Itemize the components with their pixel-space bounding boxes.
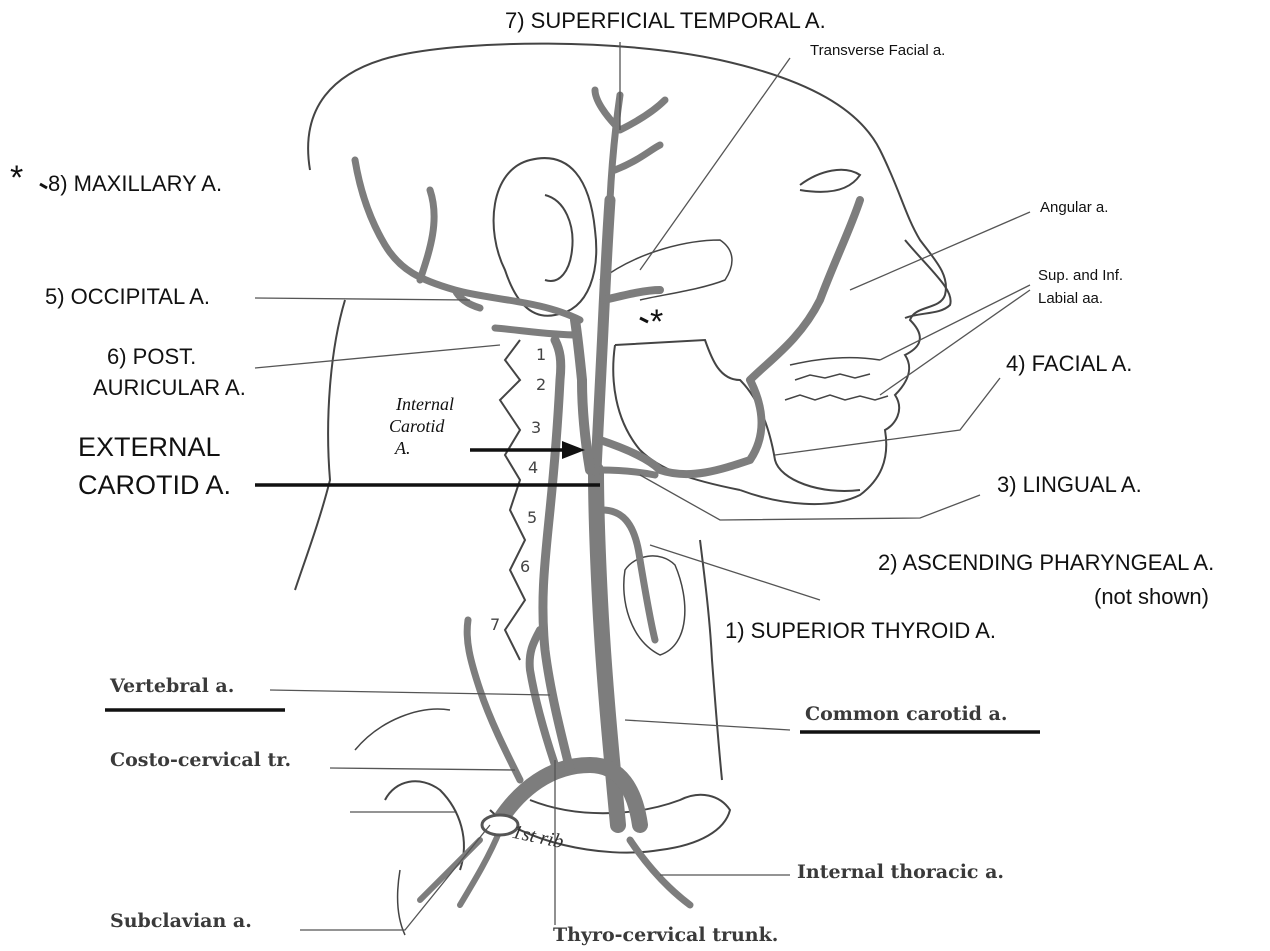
label-occipital: 5) OCCIPITAL A. <box>45 285 210 309</box>
teeth-lower <box>785 395 888 400</box>
facial-artery <box>600 200 860 474</box>
lingual-artery <box>600 470 655 475</box>
label-internal-carotid-line2: Carotid <box>389 416 444 437</box>
leader-superior-thyroid <box>650 545 820 600</box>
label-internal-carotid-line1: Internal <box>396 394 454 415</box>
shoulder-lines <box>355 709 450 935</box>
leader-transverse-facial <box>640 58 790 270</box>
leader-labial-a <box>880 285 1030 360</box>
leader-costo-cervical <box>330 768 515 770</box>
superior-thyroid-artery <box>602 510 655 640</box>
back-of-neck-outline <box>295 300 345 590</box>
vertebra-number: 1 <box>536 345 546 364</box>
vertebral-artery <box>543 340 570 770</box>
maxillary-artery <box>604 290 660 300</box>
occipital-artery <box>355 160 580 320</box>
label-common-carotid: Common carotid a. <box>805 704 1008 725</box>
leader-vertebral <box>270 690 550 695</box>
vertebra-number: 6 <box>520 557 530 576</box>
vertebra-number: 7 <box>490 615 500 634</box>
ear-outline <box>494 158 597 316</box>
label-superficial-temporal: 7) SUPERFICIAL TEMPORAL A. <box>505 9 826 33</box>
vertebra-number: 3 <box>531 418 541 437</box>
label-external-carotid-line2: CAROTID A. <box>78 471 231 501</box>
star-dash <box>640 318 648 322</box>
label-maxillary: 8) MAXILLARY A. <box>48 172 222 196</box>
label-labial-line1: Sup. and Inf. <box>1038 268 1123 285</box>
maxillary-asterisk: * <box>10 160 23 197</box>
maxillary-dash <box>40 184 47 188</box>
clavicle <box>385 781 464 870</box>
label-external-carotid-line1: EXTERNAL <box>78 433 221 463</box>
label-post-auricular-line2: AURICULAR A. <box>93 376 246 400</box>
label-facial: 4) FACIAL A. <box>1006 352 1132 376</box>
leader-post-auricular <box>255 345 500 368</box>
front-of-neck-outline <box>700 540 722 780</box>
leader-subclavian <box>300 825 490 930</box>
external-carotid-artery <box>596 200 610 470</box>
post-auricular-artery <box>495 328 578 335</box>
label-thyro-cervical: Thyro-cervical trunk. <box>553 925 778 946</box>
label-ascending-pharyngeal: 2) ASCENDING PHARYNGEAL A. <box>878 551 1214 575</box>
label-labial-line2: Labial aa. <box>1038 291 1103 308</box>
label-internal-carotid-line3: A. <box>395 438 411 459</box>
leader-occipital <box>255 298 470 300</box>
eye-outline <box>800 170 860 192</box>
leader-common-carotid <box>625 720 790 730</box>
label-transverse-facial: Transverse Facial a. <box>810 43 945 60</box>
label-not-shown: (not shown) <box>1094 585 1209 609</box>
vertebra-number: 2 <box>536 375 546 394</box>
label-post-auricular-line1: 6) POST. <box>107 345 196 369</box>
vertebra-number: 4 <box>528 458 538 477</box>
ear-inner <box>545 195 573 281</box>
leader-labial-b <box>880 290 1030 395</box>
label-internal-thoracic: Internal thoracic a. <box>797 862 1004 883</box>
superficial-temporal-artery <box>595 90 665 200</box>
label-subclavian: Subclavian a. <box>110 911 252 932</box>
leader-lingual <box>640 475 980 520</box>
label-lingual: 3) LINGUAL A. <box>997 473 1142 497</box>
label-superior-thyroid: 1) SUPERIOR THYROID A. <box>725 619 996 643</box>
cervical-spine <box>500 340 525 660</box>
label-vertebral: Vertebral a. <box>110 676 234 697</box>
vertebra-number: 5 <box>527 508 537 527</box>
star-marker: * <box>650 304 663 341</box>
label-angular: Angular a. <box>1040 200 1108 217</box>
mandible-outline <box>615 340 860 491</box>
label-costo-cervical: Costo-cervical tr. <box>110 750 291 771</box>
teeth-upper <box>790 358 880 380</box>
zygomatic-outline <box>600 240 732 300</box>
